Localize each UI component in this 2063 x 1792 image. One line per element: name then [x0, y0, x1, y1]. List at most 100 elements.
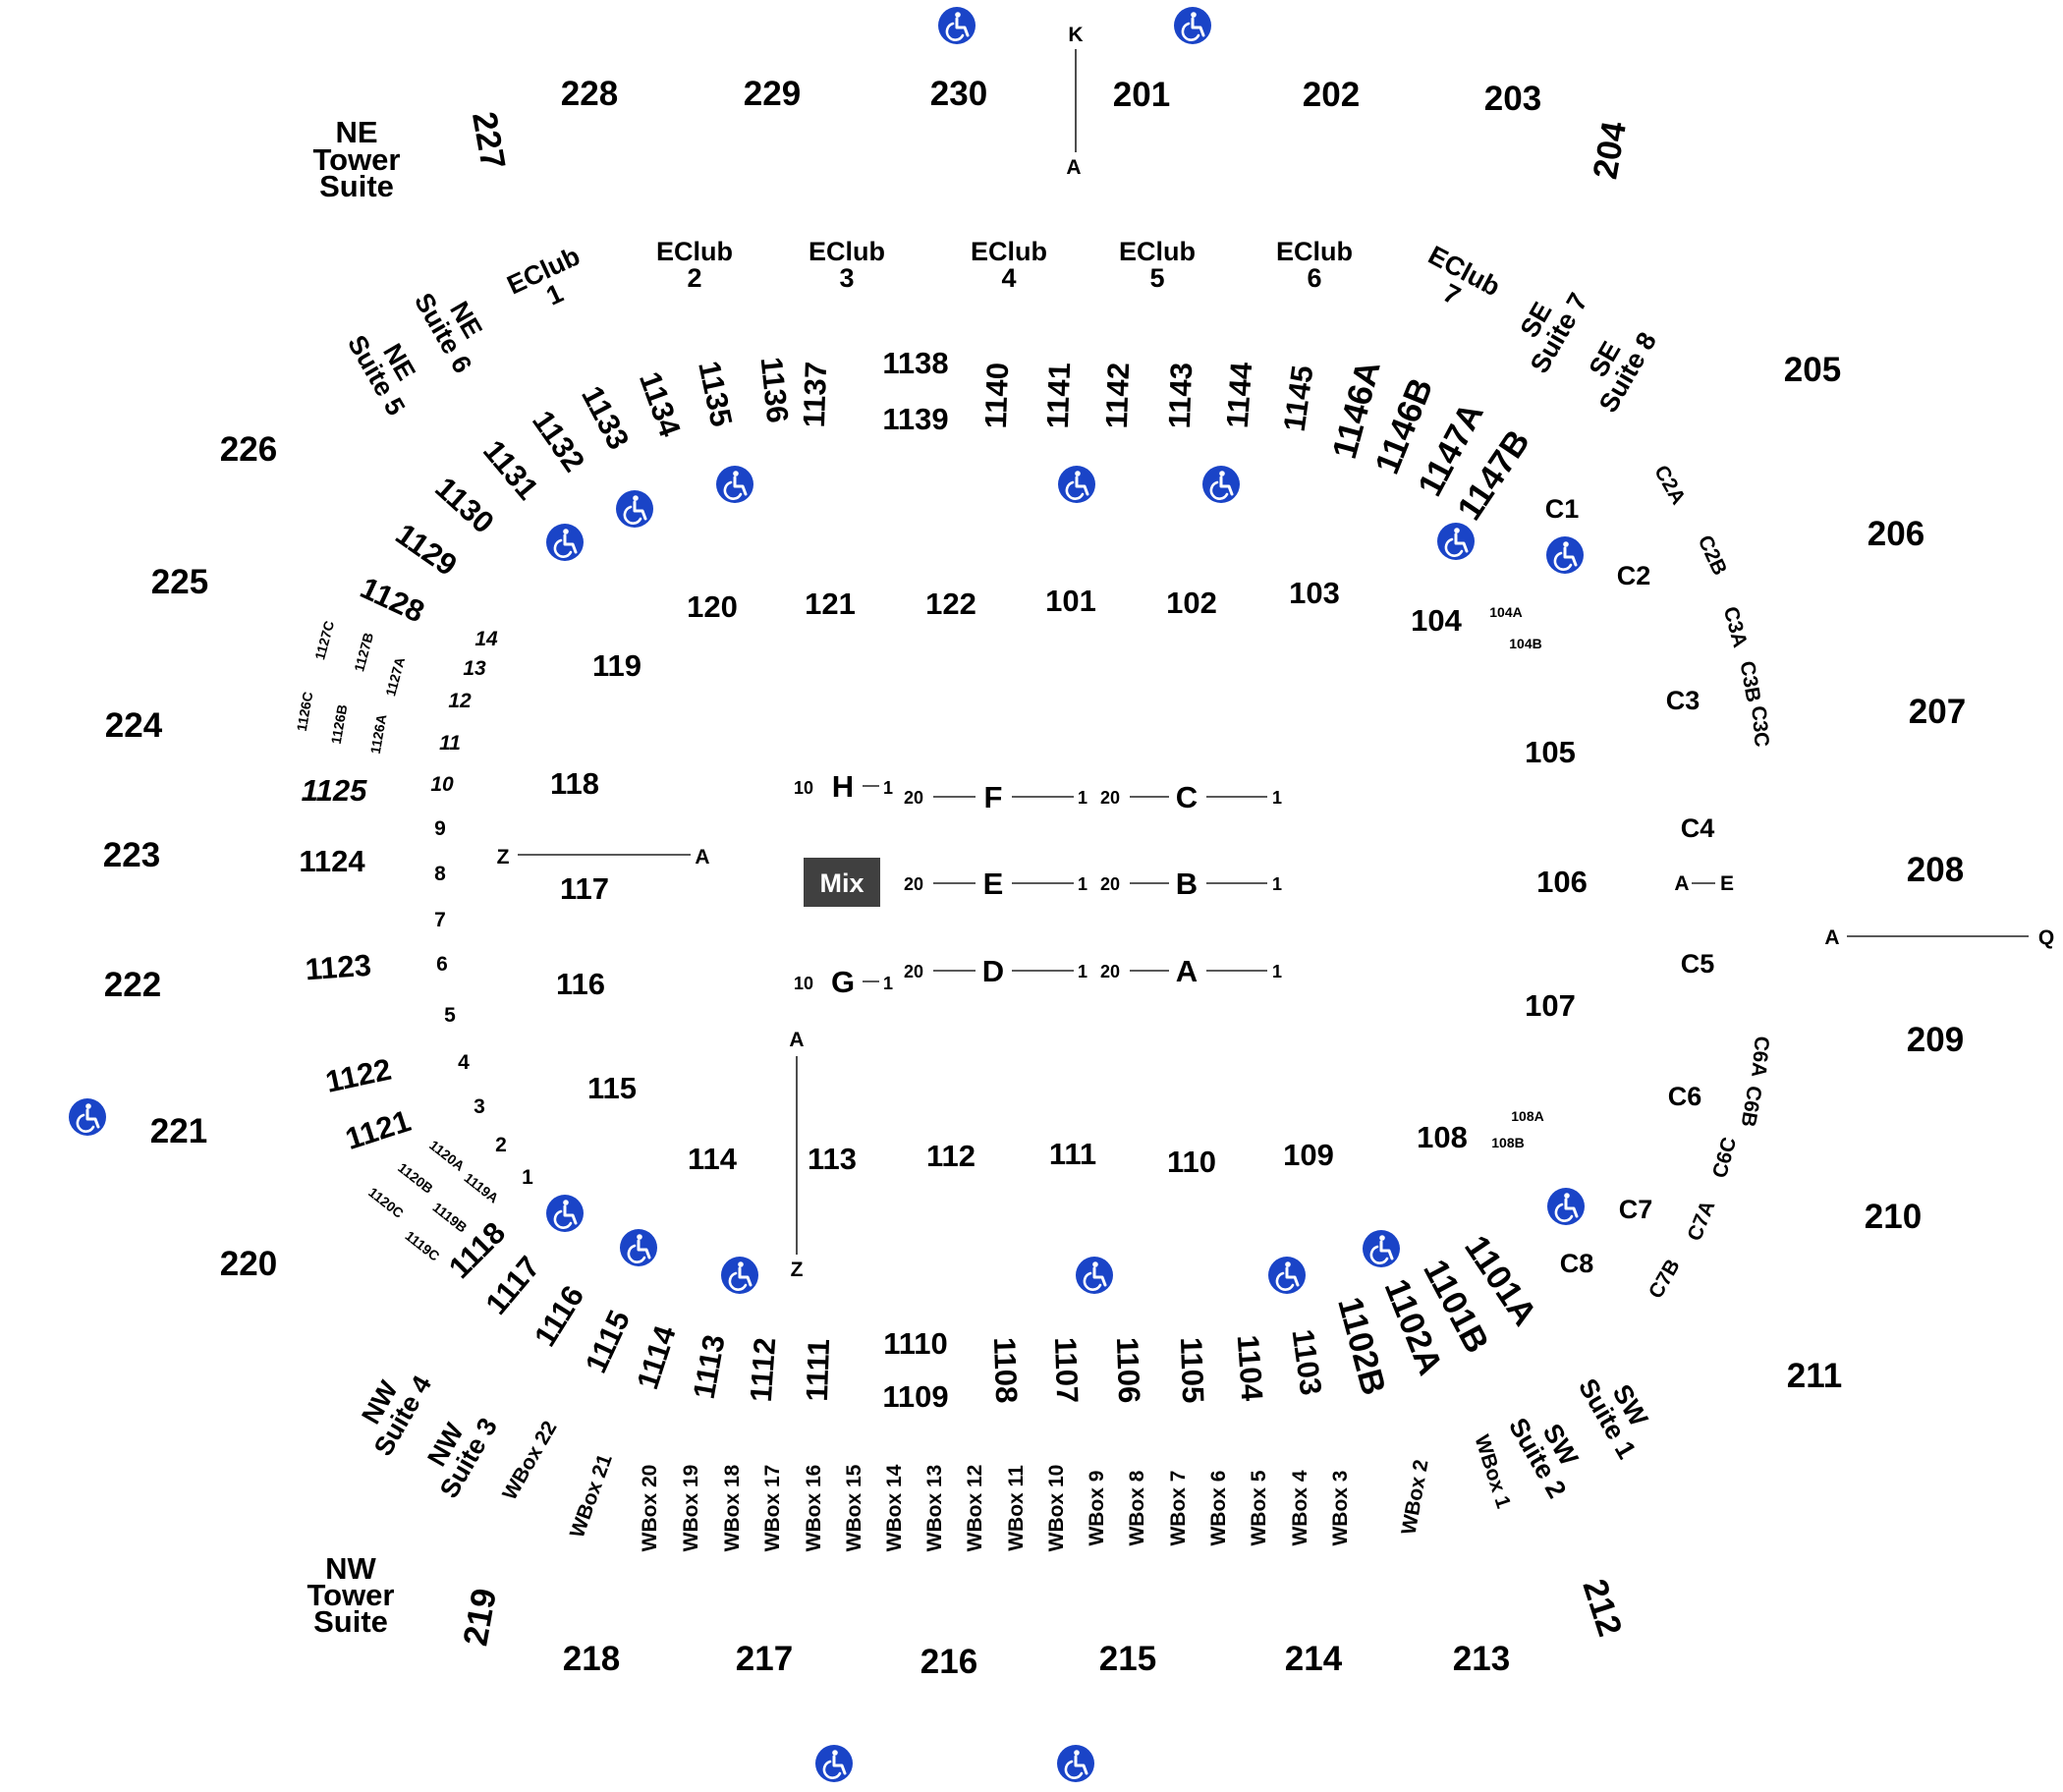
ne-suite-5[interactable]: NE Suite 5 — [342, 317, 434, 420]
section-108a[interactable]: 108A — [1511, 1108, 1543, 1124]
suite-1122[interactable]: 1122 — [322, 1052, 394, 1099]
section-211[interactable]: 211 — [1787, 1357, 1842, 1395]
suite-1139[interactable]: 1139 — [882, 402, 948, 436]
suite-1114[interactable]: 1114 — [630, 1320, 683, 1393]
suite-1144[interactable]: 1144 — [1220, 361, 1259, 429]
suite-1143[interactable]: 1143 — [1162, 362, 1199, 428]
c-box-c5[interactable]: C5 — [1681, 949, 1715, 979]
suite-1110[interactable]: 1110 — [883, 1326, 948, 1361]
wbox-10[interactable]: WBox 10 — [1045, 1465, 1068, 1552]
c-box-c2a[interactable]: C2A — [1649, 462, 1690, 509]
suite-1104[interactable]: 1104 — [1231, 1333, 1270, 1402]
suite-1108[interactable]: 1108 — [987, 1336, 1024, 1403]
c-box-c6[interactable]: C6 — [1668, 1082, 1702, 1111]
wheelchair-icon[interactable] — [618, 1227, 659, 1268]
section-104[interactable]: 104 — [1411, 603, 1462, 638]
wbox-8[interactable]: WBox 8 — [1126, 1470, 1148, 1545]
section-219[interactable]: 219 — [456, 1586, 504, 1649]
c-box-c7[interactable]: C7 — [1619, 1195, 1653, 1224]
suite-1127a[interactable]: 1127A — [382, 655, 408, 698]
floor-row-g[interactable]: 10 G 1 — [794, 965, 893, 999]
eclub-2[interactable]: EClub 2 — [656, 237, 733, 293]
suite-1134[interactable]: 1134 — [633, 367, 688, 442]
section-103[interactable]: 103 — [1289, 576, 1340, 610]
suite-1120a[interactable]: 1120A — [426, 1137, 468, 1174]
wheelchair-icon[interactable] — [1545, 1186, 1587, 1227]
wbox-9[interactable]: WBox 9 — [1086, 1470, 1108, 1545]
section-210[interactable]: 210 — [1865, 1198, 1922, 1236]
section-204[interactable]: 204 — [1586, 118, 1634, 182]
suite-1137[interactable]: 1137 — [797, 361, 833, 427]
wbox-12[interactable]: WBox 12 — [964, 1465, 986, 1552]
suite-1119c[interactable]: 1119C — [403, 1228, 443, 1264]
eclub-4[interactable]: EClub 4 — [971, 237, 1047, 293]
nw-tower-suite[interactable]: NW Tower Suite — [307, 1551, 395, 1639]
floor-row-c[interactable]: 20 C 1 — [1100, 780, 1282, 814]
wheelchair-icon[interactable] — [719, 1255, 760, 1296]
wbox-19[interactable]: WBox 19 — [680, 1465, 702, 1552]
section-102[interactable]: 102 — [1166, 586, 1217, 620]
section-222[interactable]: 222 — [104, 966, 161, 1004]
suite-1141[interactable]: 1141 — [1040, 362, 1077, 428]
wbox-7[interactable]: WBox 7 — [1167, 1470, 1190, 1545]
suite-1120b[interactable]: 1120B — [395, 1159, 436, 1197]
wbox-15[interactable]: WBox 15 — [843, 1464, 865, 1551]
wbox-13[interactable]: WBox 13 — [923, 1465, 946, 1552]
wbox-14[interactable]: WBox 14 — [883, 1464, 906, 1551]
section-122[interactable]: 122 — [925, 587, 976, 621]
wbox-6[interactable]: WBox 6 — [1207, 1470, 1230, 1545]
section-208[interactable]: 208 — [1907, 851, 1964, 889]
section-101[interactable]: 101 — [1045, 584, 1096, 618]
wheelchair-icon[interactable] — [714, 464, 755, 505]
suite-1135[interactable]: 1135 — [692, 358, 739, 429]
section-224[interactable]: 224 — [105, 706, 163, 745]
floor-row-e[interactable]: 20 E 1 — [904, 867, 1087, 901]
wbox-3[interactable]: WBox 3 — [1329, 1470, 1352, 1545]
section-214[interactable]: 214 — [1285, 1640, 1343, 1678]
section-205[interactable]: 205 — [1784, 351, 1841, 389]
section-212[interactable]: 212 — [1575, 1575, 1629, 1642]
se-suite-8[interactable]: SE Suite 8 — [1570, 314, 1663, 418]
suite-1106[interactable]: 1106 — [1110, 1336, 1146, 1403]
section-229[interactable]: 229 — [744, 75, 801, 113]
suite-1136[interactable]: 1136 — [754, 356, 796, 425]
section-108[interactable]: 108 — [1417, 1120, 1468, 1154]
section-227[interactable]: 227 — [465, 109, 513, 172]
suite-1138[interactable]: 1138 — [882, 346, 948, 380]
floor-row-b[interactable]: 20 B 1 — [1100, 867, 1282, 901]
wheelchair-icon[interactable] — [1544, 534, 1586, 576]
suite-1129[interactable]: 1129 — [389, 517, 463, 583]
nw-suite-4[interactable]: NW Suite 4 — [345, 1358, 437, 1461]
suite-1142[interactable]: 1142 — [1099, 362, 1136, 428]
suite-1140[interactable]: 1140 — [978, 362, 1015, 428]
wheelchair-icon[interactable] — [1074, 1255, 1115, 1296]
wheelchair-icon[interactable] — [67, 1096, 108, 1138]
suite-1128[interactable]: 1128 — [356, 570, 430, 629]
floor-row-f[interactable]: 20 F 1 — [904, 780, 1087, 814]
suite-1112[interactable]: 1112 — [744, 1336, 782, 1403]
section-107[interactable]: 107 — [1525, 988, 1576, 1023]
wheelchair-icon[interactable] — [1435, 521, 1477, 562]
wheelchair-icon[interactable] — [936, 5, 977, 46]
wbox-17[interactable]: WBox 17 — [761, 1465, 784, 1552]
suite-1105[interactable]: 1105 — [1174, 1336, 1210, 1403]
suite-1127c[interactable]: 1127C — [311, 619, 337, 661]
suite-1115[interactable]: 1115 — [579, 1305, 637, 1377]
section-121[interactable]: 121 — [805, 587, 856, 621]
section-111[interactable]: 111 — [1049, 1137, 1096, 1171]
wheelchair-icon[interactable] — [1055, 1743, 1096, 1784]
suite-1107[interactable]: 1107 — [1048, 1336, 1085, 1403]
section-206[interactable]: 206 — [1868, 515, 1924, 553]
wheelchair-icon[interactable] — [544, 1193, 585, 1234]
section-104a[interactable]: 104A — [1489, 604, 1522, 620]
suite-1109[interactable]: 1109 — [882, 1379, 948, 1414]
section-228[interactable]: 228 — [561, 75, 618, 113]
suite-1102b[interactable]: 1102B — [1330, 1293, 1393, 1399]
floor-row-a[interactable]: 20 A 1 — [1100, 954, 1282, 988]
suite-1119a[interactable]: 1119A — [462, 1170, 502, 1206]
wheelchair-icon[interactable] — [1266, 1255, 1308, 1296]
suite-1127b[interactable]: 1127B — [351, 631, 376, 673]
c-box-c7b[interactable]: C7B — [1645, 1256, 1685, 1303]
section-108b[interactable]: 108B — [1491, 1135, 1524, 1150]
wheelchair-icon[interactable] — [1200, 464, 1242, 505]
